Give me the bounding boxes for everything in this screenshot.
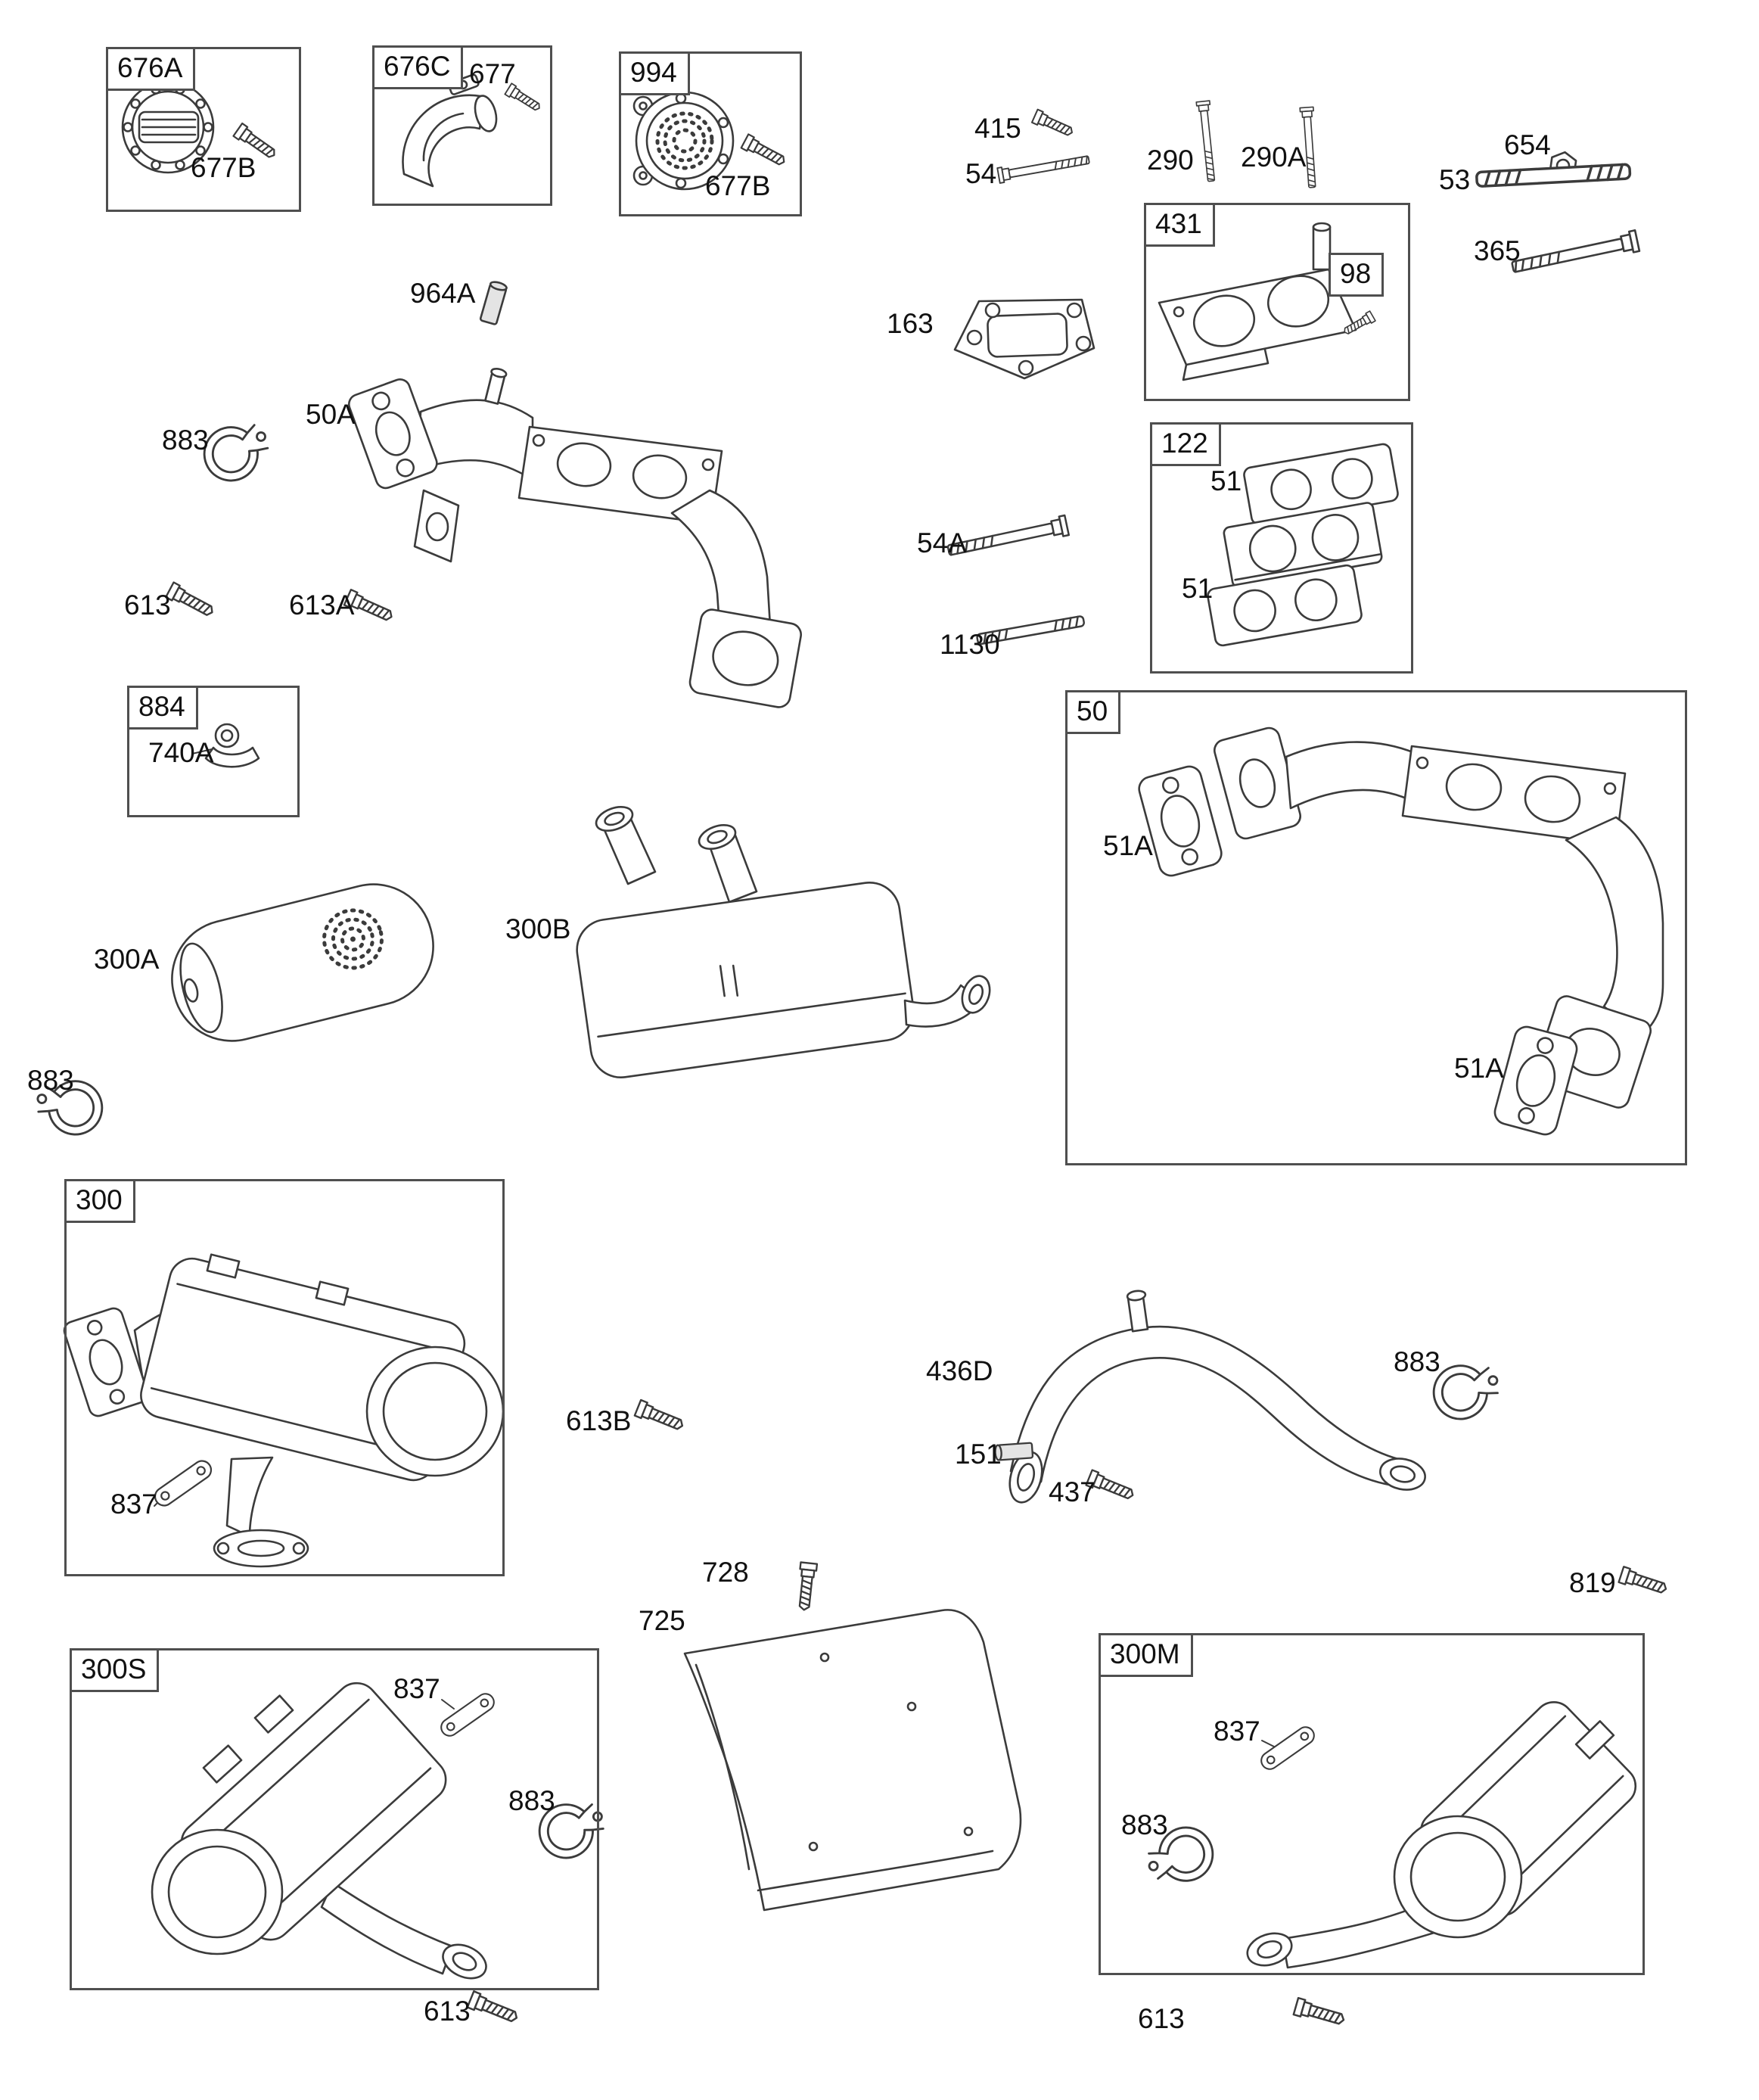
group-box-431-label: 431 [1144, 203, 1215, 247]
part-label-163: 163 [887, 308, 934, 339]
part-label-54: 54 [965, 158, 997, 189]
part-label-365: 365 [1474, 235, 1521, 266]
part-label-883-a: 883 [162, 425, 209, 456]
screw-613-c [1292, 1996, 1347, 2030]
part-label-740A: 740A [148, 737, 214, 768]
part-label-53: 53 [1439, 164, 1471, 195]
group-box-300M-label: 300M [1099, 1633, 1193, 1678]
part-label-613-a: 613 [124, 590, 171, 621]
part-label-613B: 613B [566, 1405, 632, 1436]
part-label-151: 151 [955, 1439, 1002, 1470]
group-box-300S-label: 300S [70, 1648, 160, 1693]
bolt-365 [1509, 229, 1641, 278]
part-label-290A: 290A [1241, 142, 1307, 173]
part-label-50A: 50A [306, 399, 356, 430]
exhaust-gasket-163 [953, 298, 1095, 380]
part-label-677B-b: 677B [705, 170, 771, 201]
group-box-994-label: 994 [619, 51, 690, 96]
group-box-50-label: 50 [1065, 690, 1121, 735]
part-label-51A-b: 51A [1454, 1053, 1504, 1084]
part-label-883-b: 883 [27, 1065, 74, 1096]
part-label-728: 728 [702, 1557, 749, 1588]
guard-plate-994 [632, 91, 735, 191]
part-label-436D: 436D [926, 1355, 993, 1386]
muffler-300 [63, 1253, 505, 1568]
muffler-300S [151, 1682, 487, 1980]
part-label-437: 437 [1049, 1476, 1095, 1507]
group-box-676A: 676A [106, 47, 301, 212]
screw-613-a [165, 581, 217, 621]
part-label-725: 725 [639, 1605, 685, 1636]
part-label-51A-a: 51A [1103, 830, 1153, 861]
group-box-676C-label: 676C [372, 45, 464, 90]
part-label-300B: 300B [505, 913, 571, 944]
group-box-431: 431 [1144, 203, 1410, 401]
part-label-613-c: 613 [1138, 2003, 1185, 2034]
group-box-300S: 300S [70, 1648, 599, 1990]
part-label-54A: 54A [917, 527, 967, 558]
part-label-837-b: 837 [393, 1673, 440, 1704]
screw-613B [633, 1398, 687, 1435]
screw-819 [1618, 1566, 1670, 1598]
group-box-300: 300 [64, 1179, 505, 1576]
group-box-122: 122 [1150, 422, 1413, 674]
part-label-883-c: 883 [1394, 1346, 1440, 1377]
part-label-883-e: 883 [1121, 1809, 1168, 1840]
group-box-884-label: 884 [127, 686, 198, 730]
group-box-676C: 676C [372, 45, 552, 206]
exhaust-manifold-50A [347, 367, 802, 708]
muffler-300A [171, 883, 434, 1042]
group-box-994: 994 [619, 51, 802, 216]
screw-613-b [466, 1990, 521, 2027]
part-label-415: 415 [974, 113, 1021, 144]
pipe-clamp-740A [191, 723, 260, 768]
muffler-300B [576, 806, 991, 1079]
muffler-300M [1246, 1701, 1637, 1969]
sleeve-964A [479, 279, 509, 326]
part-label-51-b: 51 [1182, 573, 1214, 604]
group-box-50: 50 [1065, 690, 1687, 1165]
group-box-300-label: 300 [64, 1179, 135, 1224]
part-label-1130: 1130 [940, 629, 1000, 660]
stud-53 [1475, 163, 1632, 188]
intake-gasket-stack-122 [1207, 443, 1399, 647]
part-label-837-a: 837 [110, 1489, 157, 1520]
deflector-shield-725 [683, 1609, 1022, 1912]
exhaust-manifold-50 [1138, 726, 1664, 1136]
bolt-290 [1195, 100, 1219, 183]
group-box-300M: 300M [1099, 1633, 1645, 1975]
part-label-613-b: 613 [424, 1996, 471, 2027]
part-label-654: 654 [1504, 129, 1551, 160]
part-label-677B-a: 677B [191, 152, 256, 183]
group-box-122-label: 122 [1150, 422, 1221, 467]
group-box-676A-label: 676A [106, 47, 196, 92]
screw-415 [1030, 108, 1076, 140]
part-label-677: 677 [469, 58, 516, 89]
part-label-613A: 613A [289, 590, 355, 621]
part-label-51-a: 51 [1210, 465, 1242, 496]
group-box-884: 884 [127, 686, 300, 817]
part-label-290: 290 [1147, 145, 1194, 176]
screw-728 [794, 1561, 819, 1612]
bolt-54 [996, 151, 1091, 184]
crossover-pipe-436D [1008, 1290, 1426, 1504]
part-label-883-d: 883 [508, 1785, 555, 1816]
part-label-837-c: 837 [1214, 1716, 1260, 1747]
part-label-964A: 964A [410, 278, 476, 309]
group-box-98-label: 98 [1329, 253, 1385, 297]
part-label-819: 819 [1569, 1567, 1616, 1598]
part-label-300A: 300A [94, 944, 160, 975]
